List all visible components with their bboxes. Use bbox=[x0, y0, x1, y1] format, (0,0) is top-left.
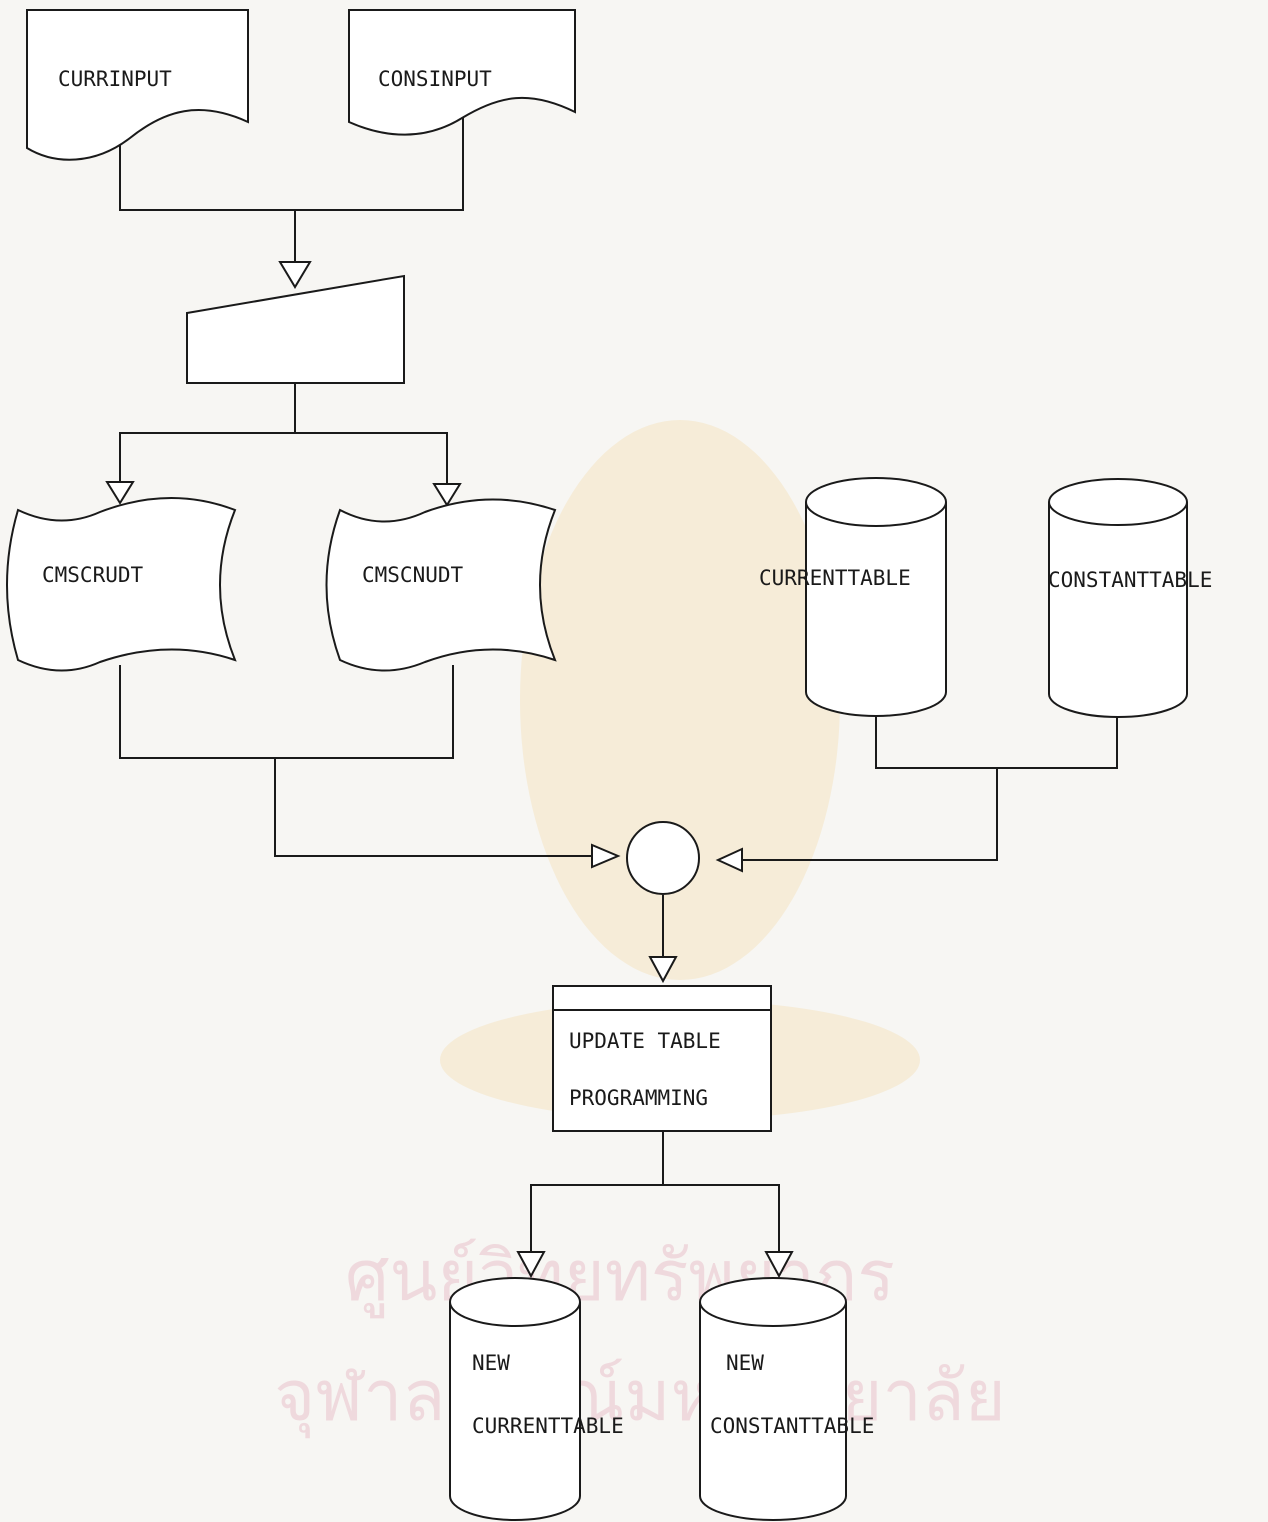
arrow-left-to-merge bbox=[591, 843, 621, 869]
label-constanttable: CONSTANTTABLE bbox=[1048, 568, 1212, 592]
label-new-constant-1: NEW bbox=[726, 1351, 764, 1375]
disk-new-constanttable bbox=[699, 1277, 847, 1521]
arrow-to-update-process bbox=[648, 956, 678, 984]
arrow-to-new-currenttable bbox=[516, 1251, 546, 1279]
label-new-current-2: CURRENTTABLE bbox=[472, 1414, 624, 1438]
document-currinput bbox=[26, 9, 249, 161]
arrow-to-manual-input bbox=[278, 261, 312, 289]
disk-constanttable bbox=[1048, 478, 1188, 718]
tape-cmscnudt bbox=[325, 498, 557, 672]
label-update-table: UPDATE TABLE bbox=[569, 1029, 721, 1053]
label-cmscnudt: CMSCNUDT bbox=[362, 563, 464, 587]
arrow-to-new-constanttable bbox=[764, 1251, 794, 1279]
manual-input bbox=[186, 274, 405, 384]
disk-new-currenttable bbox=[449, 1277, 581, 1521]
document-consinput bbox=[348, 9, 576, 136]
process-update-table bbox=[552, 985, 772, 1132]
label-consinput: CONSINPUT bbox=[378, 67, 492, 91]
label-currenttable: CURRENTTABLE bbox=[759, 566, 911, 590]
label-programming: PROGRAMMING bbox=[569, 1086, 708, 1110]
tape-cmscrudt bbox=[6, 497, 237, 672]
arrow-to-cmscnudt bbox=[432, 483, 462, 507]
label-new-constant-2: CONSTANTTABLE bbox=[710, 1414, 874, 1438]
merge-connector bbox=[626, 821, 700, 895]
disk-currenttable bbox=[805, 477, 947, 717]
label-currinput: CURRINPUT bbox=[58, 67, 172, 91]
arrowheads bbox=[105, 261, 794, 1279]
connectors bbox=[119, 118, 1118, 1252]
label-cmscrudt: CMSCRUDT bbox=[42, 563, 144, 587]
watermark-line-2: จุฬาลงกรณ์มหาวิทยาลัย bbox=[274, 1355, 1005, 1439]
arrow-to-cmscrudt bbox=[105, 481, 135, 505]
arrow-right-to-merge bbox=[715, 847, 743, 873]
label-new-current-1: NEW bbox=[472, 1351, 510, 1375]
